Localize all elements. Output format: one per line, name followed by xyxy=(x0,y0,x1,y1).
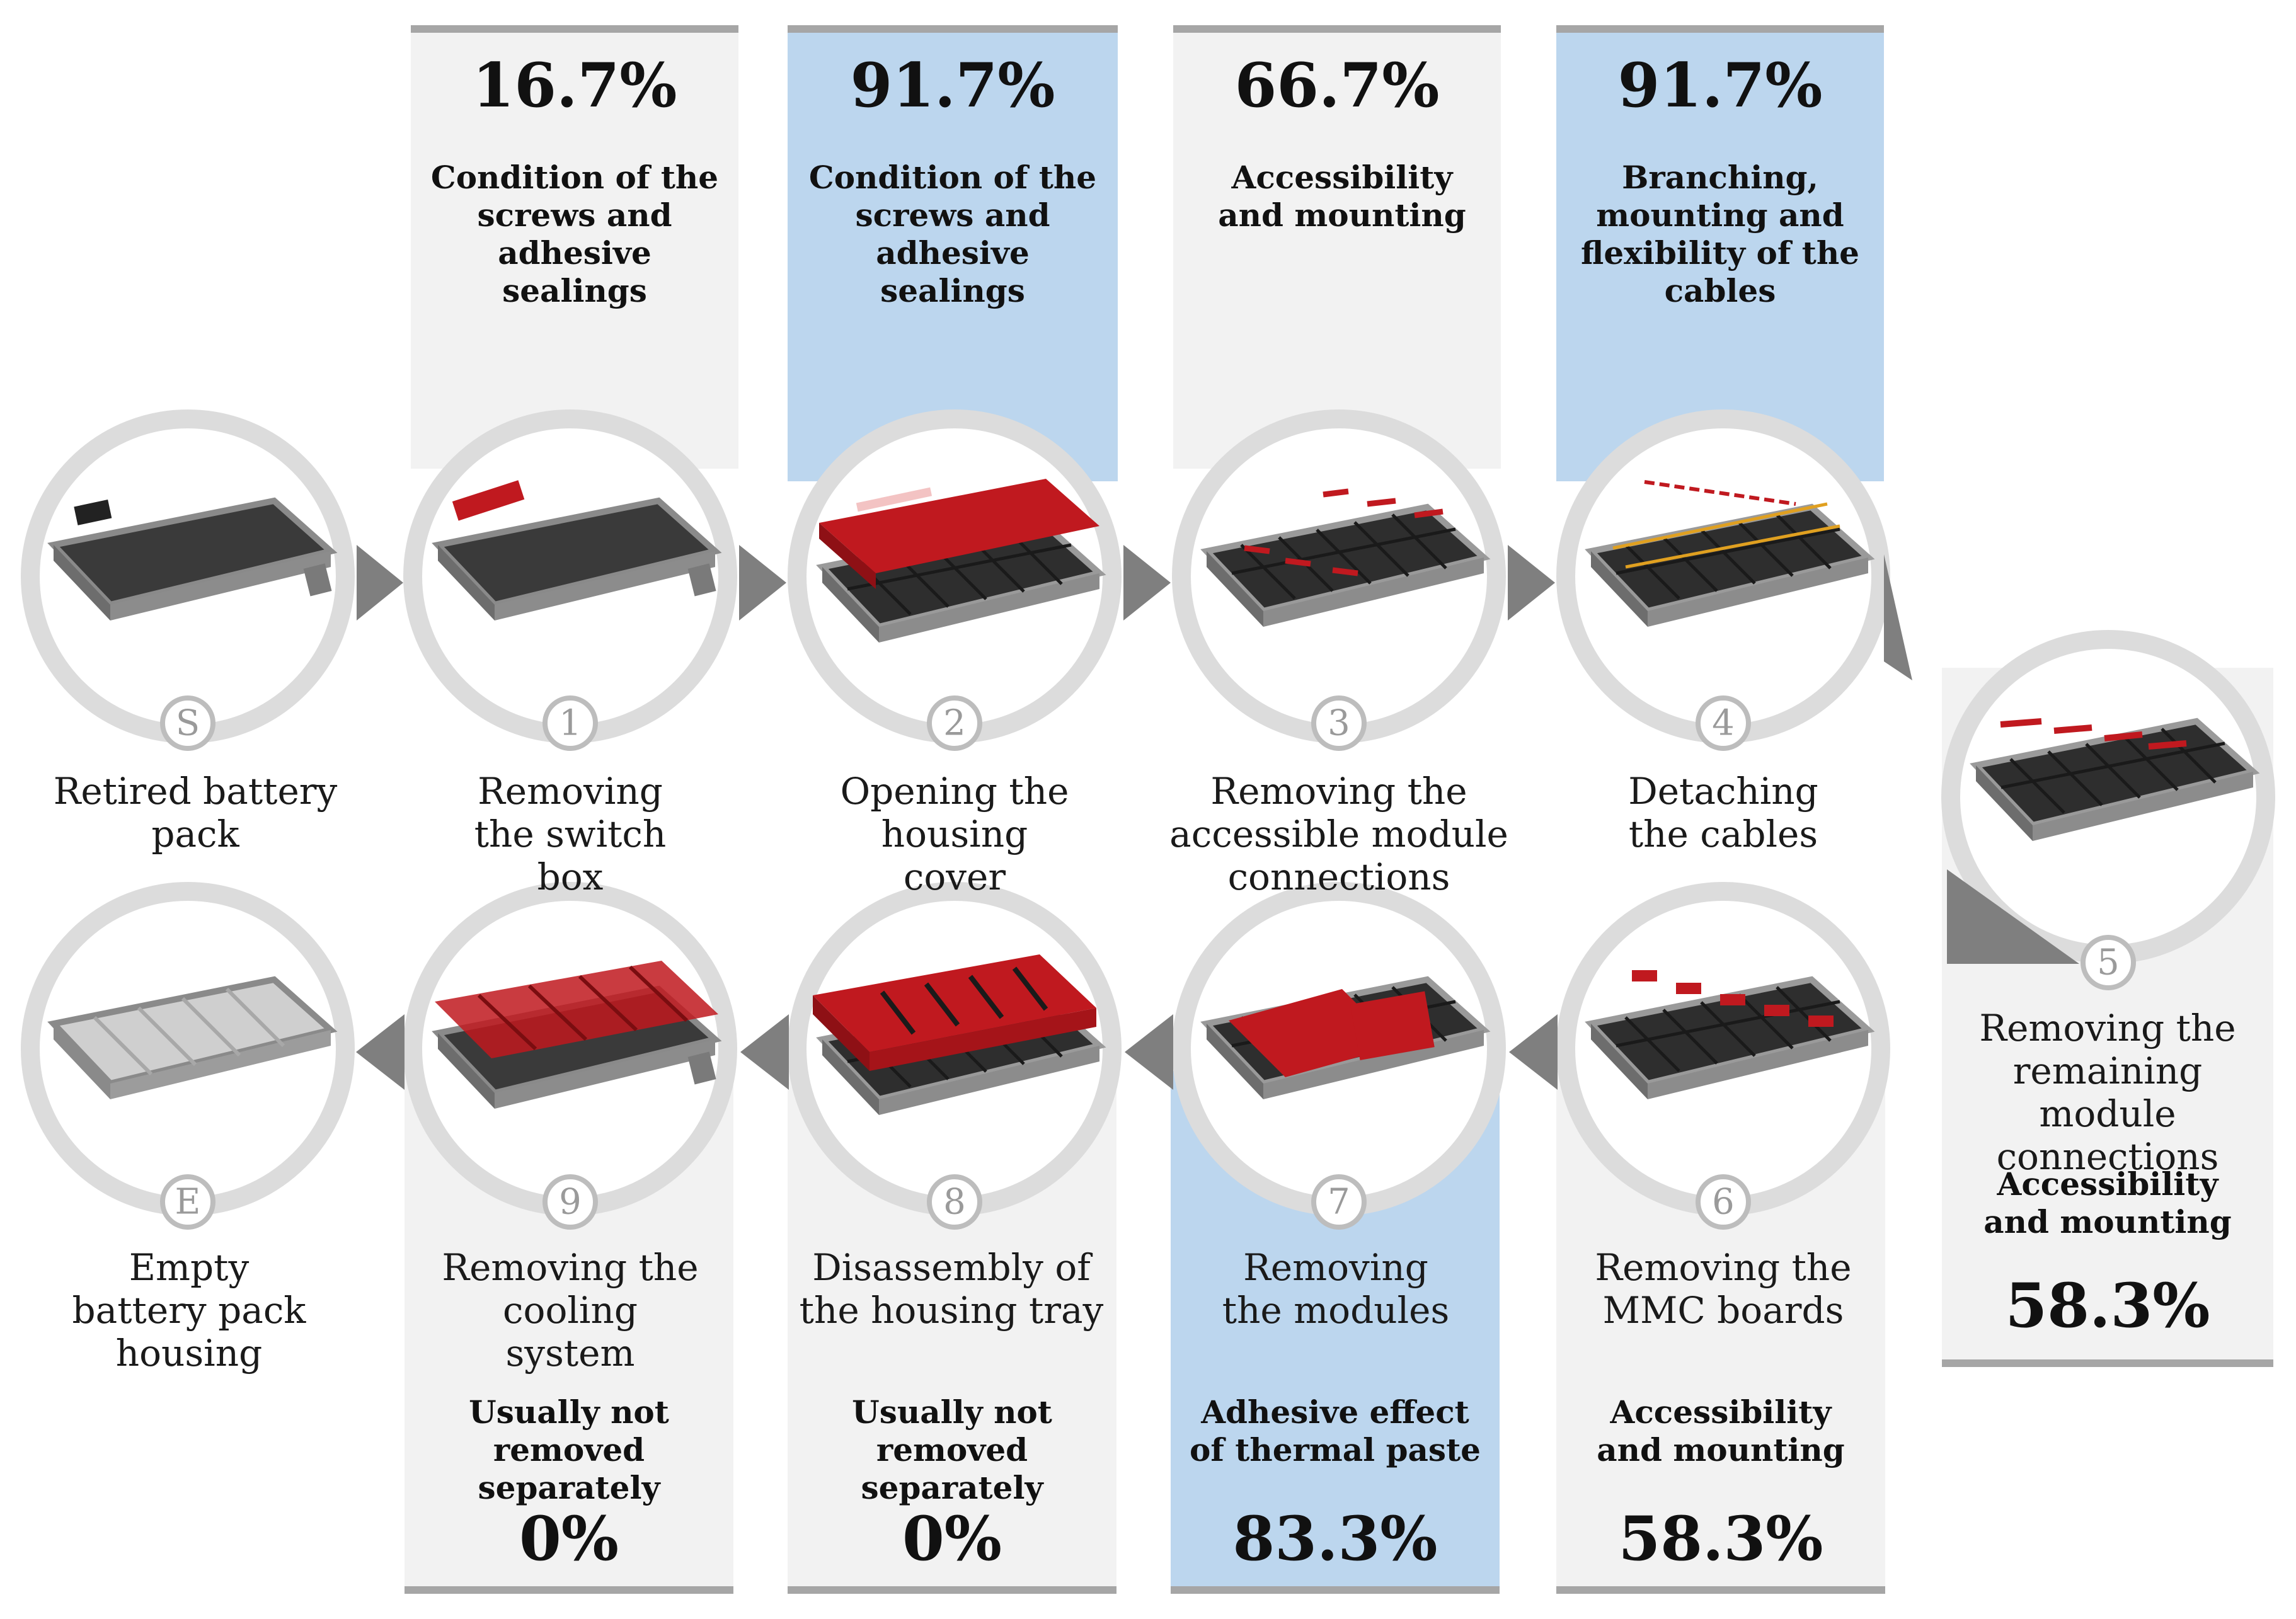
rate-step-9: 0% xyxy=(519,1503,619,1574)
arrow-5-to-6 xyxy=(1947,869,2079,964)
rate-step-3: 66.7% xyxy=(1234,50,1440,121)
rate-step-5: 58.3% xyxy=(2005,1270,2210,1341)
label-step-9: Removing the cooling system xyxy=(442,1246,699,1375)
arrow-1-to-2 xyxy=(739,545,786,621)
badge-1: 1 xyxy=(559,703,582,744)
panel-bar-step-3 xyxy=(1173,25,1501,33)
badge-9: 9 xyxy=(559,1182,582,1223)
arrow-s-to-1 xyxy=(357,545,403,621)
label-step-e: Empty battery pack housing xyxy=(72,1246,306,1375)
panel-step-2 xyxy=(788,28,1118,481)
badge-3: 3 xyxy=(1328,703,1350,744)
criterion-step-9: Usually not removed separately xyxy=(469,1393,669,1506)
arrow-3-to-4 xyxy=(1508,545,1555,621)
panel-bar-step-6 xyxy=(1556,1586,1885,1594)
arrow-6-to-7 xyxy=(1509,1014,1558,1090)
rate-step-2: 91.7% xyxy=(850,50,1055,121)
criterion-step-6: Accessibility and mounting xyxy=(1597,1393,1845,1468)
rate-step-1: 16.7% xyxy=(472,50,677,121)
badge-4: 4 xyxy=(1712,703,1735,744)
rate-step-7: 83.3% xyxy=(1232,1503,1438,1574)
badge-6: 6 xyxy=(1712,1182,1735,1223)
label-step-3: Removing the accessible module connectio… xyxy=(1169,770,1508,898)
battery-pack-image-e xyxy=(47,976,338,1099)
label-step-s: Retired battery pack xyxy=(53,770,338,855)
badge-e: E xyxy=(175,1182,201,1223)
arrow-7-to-8 xyxy=(1125,1014,1173,1090)
arrow-9-to-e xyxy=(356,1014,405,1090)
panel-bar-step-7 xyxy=(1171,1586,1500,1594)
badge-7: 7 xyxy=(1328,1182,1350,1223)
rate-step-4: 91.7% xyxy=(1617,50,1823,121)
label-step-7: Removing the modules xyxy=(1222,1246,1450,1332)
criterion-step-5: Accessibility and mounting xyxy=(1983,1165,2232,1240)
criterion-step-3: Accessibility and mounting xyxy=(1218,159,1466,234)
label-step-2: Opening the housing cover xyxy=(840,770,1069,898)
rate-step-6: 58.3% xyxy=(1618,1503,1823,1574)
criterion-step-1: Condition of the screws and adhesive sea… xyxy=(430,159,719,309)
badge-5: 5 xyxy=(2097,942,2120,983)
criterion-step-4: Branching, mounting and flexibility of t… xyxy=(1581,159,1859,309)
rate-step-8: 0% xyxy=(902,1503,1002,1574)
label-step-4: Detaching the cables xyxy=(1628,770,1818,855)
arrow-4-to-5 xyxy=(1884,554,1912,680)
panel-bar-step-1 xyxy=(411,25,738,33)
panel-bar-step-5 xyxy=(1942,1359,2273,1367)
badge-8: 8 xyxy=(943,1182,966,1223)
arrow-8-to-9 xyxy=(740,1014,789,1090)
badge-2: 2 xyxy=(943,703,966,744)
criterion-step-7: Adhesive effect of thermal paste xyxy=(1190,1393,1481,1468)
panel-step-4 xyxy=(1556,28,1884,481)
label-step-5: Removing the remaining module connection… xyxy=(1979,1007,2236,1178)
panel-bar-step-2 xyxy=(788,25,1118,33)
panel-bar-step-9 xyxy=(405,1586,733,1594)
label-step-1: Removing the switch box xyxy=(474,770,667,898)
label-step-6: Removing the MMC boards xyxy=(1595,1246,1852,1332)
panel-step-1 xyxy=(411,28,738,469)
panel-bar-step-4 xyxy=(1556,25,1884,33)
criterion-step-8: Usually not removed separately xyxy=(852,1393,1052,1506)
badge-s: S xyxy=(176,703,200,744)
criterion-step-2: Condition of the screws and adhesive sea… xyxy=(808,159,1097,309)
panel-step-3 xyxy=(1173,28,1501,469)
label-step-8: Disassembly of the housing tray xyxy=(799,1246,1104,1332)
arrow-2-to-3 xyxy=(1123,545,1171,621)
panel-bar-step-8 xyxy=(788,1586,1116,1594)
